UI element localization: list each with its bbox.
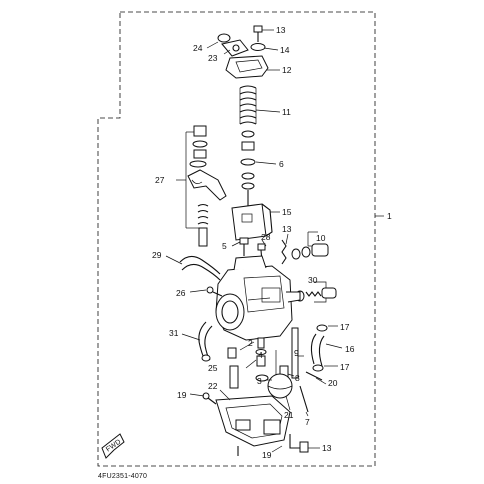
callout-1: 1 [387,211,392,221]
callout-13-mid: 13 [282,224,292,234]
front-arrow-label: FWD [105,438,123,453]
throttle-valve-15 [231,203,273,241]
callout-9: 9 [294,348,299,358]
callout-15: 15 [282,207,292,217]
assembly-boundary [97,11,376,467]
callout-10: 10 [316,233,326,243]
callout-5: 5 [222,241,227,251]
callout-19-bottom: 19 [262,450,272,460]
carburetor-body [215,255,301,341]
callout-4: 4 [258,350,263,360]
callout-3: 3 [257,376,262,386]
callout-30: 30 [308,275,318,285]
callout-11: 11 [282,107,291,117]
front-arrow-icon: FWD [101,433,125,459]
hose-31 [198,321,213,361]
screw-13-mid [281,239,287,265]
callout-21: 21 [284,410,294,420]
jets-group [227,337,269,389]
callout-25: 25 [208,363,218,373]
leader-lines [165,29,384,453]
callout-12: 12 [282,65,292,75]
hose-16 [310,324,328,372]
top-cap-group [217,25,269,79]
callout-labels: 13 14 24 23 12 11 6 27 15 1 28 13 10 5 2… [152,25,392,460]
callout-29: 29 [152,250,162,260]
needle-valve-7 [299,385,309,413]
callout-19: 19 [177,390,187,400]
callout-22: 22 [208,381,218,391]
callout-13-bottom: 13 [322,443,332,453]
callout-24: 24 [193,43,203,53]
part-30-group [295,281,337,303]
pump-linkage-group-27 [185,125,227,247]
screw-26 [206,286,223,297]
callout-26: 26 [176,288,186,298]
callout-17-b: 17 [340,362,350,372]
screw-20 [305,371,323,381]
callout-8: 8 [295,373,300,383]
callout-13: 13 [276,25,286,35]
callout-2: 2 [248,338,253,348]
hose-29 [179,255,221,281]
callout-14: 14 [280,45,290,55]
float-21 [267,373,293,399]
callout-31: 31 [169,328,179,338]
callout-17: 17 [340,322,350,332]
part-code: 4FU2351-4070 [98,473,147,480]
screw-5 [239,237,249,256]
needle-group-6 [240,130,256,206]
part-10-group [291,231,329,260]
callout-27: 27 [155,175,165,185]
float-bowl-22 [215,395,291,456]
callout-23: 23 [208,53,218,63]
callout-20: 20 [328,378,338,388]
callout-7: 7 [305,417,310,427]
callout-16: 16 [345,344,355,354]
spring-11 [239,85,257,125]
callout-28: 28 [261,232,271,242]
callout-6: 6 [279,159,284,169]
